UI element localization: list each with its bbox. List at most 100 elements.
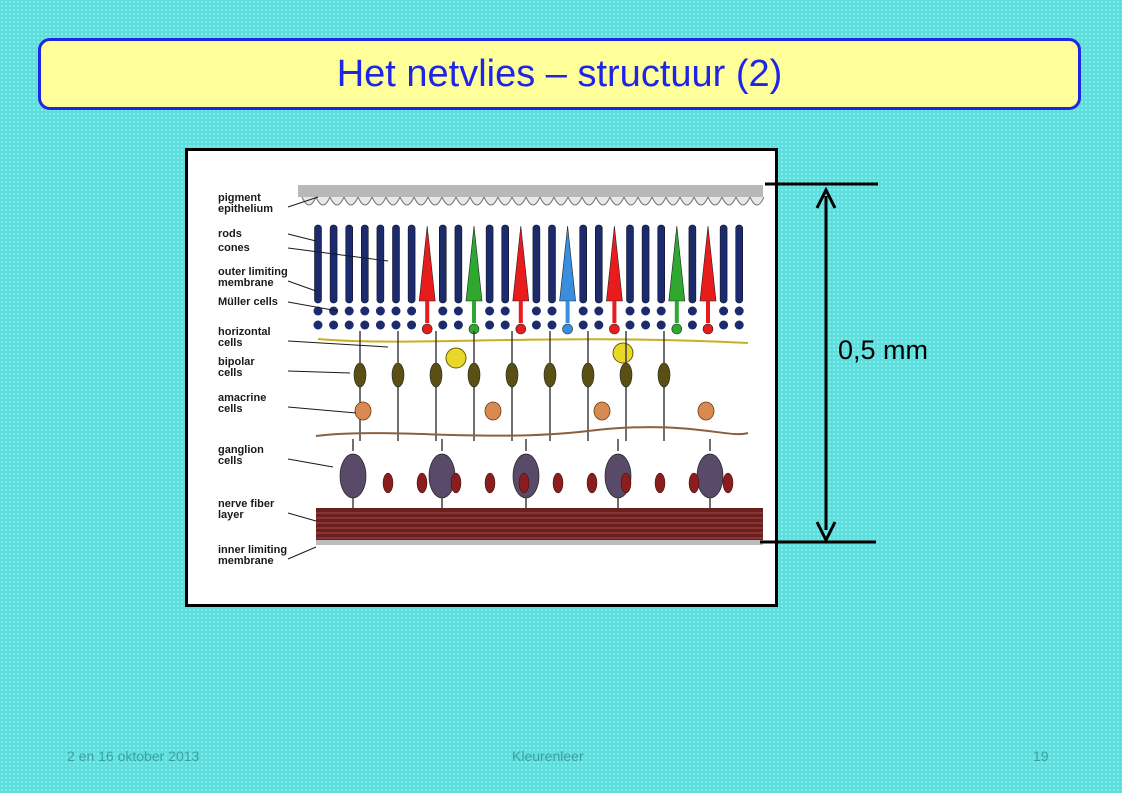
cone-cell <box>418 225 436 302</box>
cone-stalk <box>518 301 523 323</box>
pigment-cell <box>357 196 373 206</box>
rod-nucleus <box>453 306 463 316</box>
label-line: horizontal <box>218 326 271 338</box>
pigment-cell <box>567 196 583 206</box>
label-line: cells <box>218 367 242 379</box>
pigment-cell <box>399 196 415 206</box>
rod-nucleus <box>625 320 635 330</box>
pigment-cell <box>441 196 457 206</box>
label-line: amacrine <box>218 392 266 404</box>
rod-nucleus <box>687 320 697 330</box>
rod-cell <box>719 224 728 304</box>
rod-nucleus <box>594 306 604 316</box>
rod-nucleus <box>547 320 557 330</box>
rod-nucleus <box>329 320 339 330</box>
slide-number: 19 <box>1033 748 1049 764</box>
cone-nucleus <box>515 323 527 335</box>
small-ganglion-cell <box>518 472 530 494</box>
bipolar-cell <box>467 362 481 388</box>
pigment-cell <box>623 196 639 206</box>
label-line: rods <box>218 228 242 240</box>
bipolar-cell <box>543 362 557 388</box>
rod-nucleus <box>641 306 651 316</box>
pigment-cell <box>595 196 611 206</box>
rod-nucleus <box>656 320 666 330</box>
pigment-cell <box>539 196 555 206</box>
amacrine-cell <box>354 401 372 421</box>
small-ganglion-cell <box>484 472 496 494</box>
horizontal-cell-process <box>317 338 749 344</box>
diagram-label: cones <box>218 242 250 254</box>
rod-nucleus <box>687 306 697 316</box>
label-line: nerve fiber <box>218 498 275 510</box>
cone-stalk <box>472 301 476 323</box>
rod-cell <box>314 224 322 304</box>
label-pointer-line <box>287 233 317 242</box>
rod-cell <box>548 224 556 304</box>
pigment-cell <box>483 196 499 206</box>
rod-nucleus <box>407 320 417 330</box>
cone-cell <box>606 225 623 302</box>
pigment-cell <box>693 196 709 206</box>
pigment-cell <box>455 196 471 206</box>
rod-nucleus <box>641 320 651 330</box>
cone-nucleus <box>562 323 573 335</box>
rod-cell <box>735 224 743 304</box>
title-box: Het netvlies – structuur (2) <box>38 38 1081 110</box>
pigment-cell <box>427 196 443 206</box>
rod-nucleus <box>375 306 385 316</box>
rod-cell <box>454 224 463 304</box>
horizontal-cell <box>612 342 634 364</box>
ganglion-cell <box>428 453 456 499</box>
label-line: cones <box>218 242 250 254</box>
pigment-cell <box>413 196 429 206</box>
small-ganglion-cell <box>688 472 700 494</box>
rod-nucleus <box>391 320 401 330</box>
cone-cell <box>559 225 576 302</box>
arrow-head-up-icon <box>815 186 837 209</box>
retina-illustration <box>298 185 765 545</box>
pigment-cell <box>735 196 751 206</box>
small-ganglion-cell <box>382 472 394 494</box>
rod-cell <box>345 224 353 304</box>
pigment-cell <box>679 196 695 206</box>
amacrine-cell <box>697 401 715 421</box>
pigment-cell <box>581 196 597 206</box>
label-line: inner limiting <box>218 544 287 556</box>
amacrine-process <box>315 426 749 437</box>
small-ganglion-cell <box>586 472 598 494</box>
bipolar-cell <box>353 362 367 388</box>
footer-date: 2 en 16 oktober 2013 <box>67 748 200 764</box>
measurement-label: 0,5 mm <box>838 335 929 365</box>
cone-cell <box>699 225 717 302</box>
rod-cell <box>501 224 509 304</box>
small-ganglion-cell <box>416 472 428 494</box>
arrow-head-down-icon <box>815 521 837 544</box>
label-pointer-line <box>287 406 357 414</box>
label-line: ganglion <box>218 444 264 456</box>
rod-cell <box>626 224 634 304</box>
rod-nucleus <box>329 306 339 316</box>
horizontal-cell <box>445 347 467 369</box>
pigment-cell <box>651 196 667 206</box>
cone-stalk <box>565 301 570 323</box>
pigment-cell <box>525 196 541 206</box>
pigment-cell <box>469 196 485 206</box>
pigment-cell <box>315 196 331 206</box>
cone-nucleus <box>702 323 714 335</box>
rod-nucleus <box>531 306 541 316</box>
small-ganglion-cell <box>722 472 734 494</box>
label-line: layer <box>218 509 244 521</box>
pigment-cell <box>343 196 359 206</box>
bipolar-cell <box>619 362 633 388</box>
pigment-cell <box>497 196 513 206</box>
label-pointer-line <box>287 280 317 292</box>
cone-stalk <box>706 301 710 323</box>
cone-stalk <box>612 301 617 323</box>
rod-nucleus <box>375 320 385 330</box>
